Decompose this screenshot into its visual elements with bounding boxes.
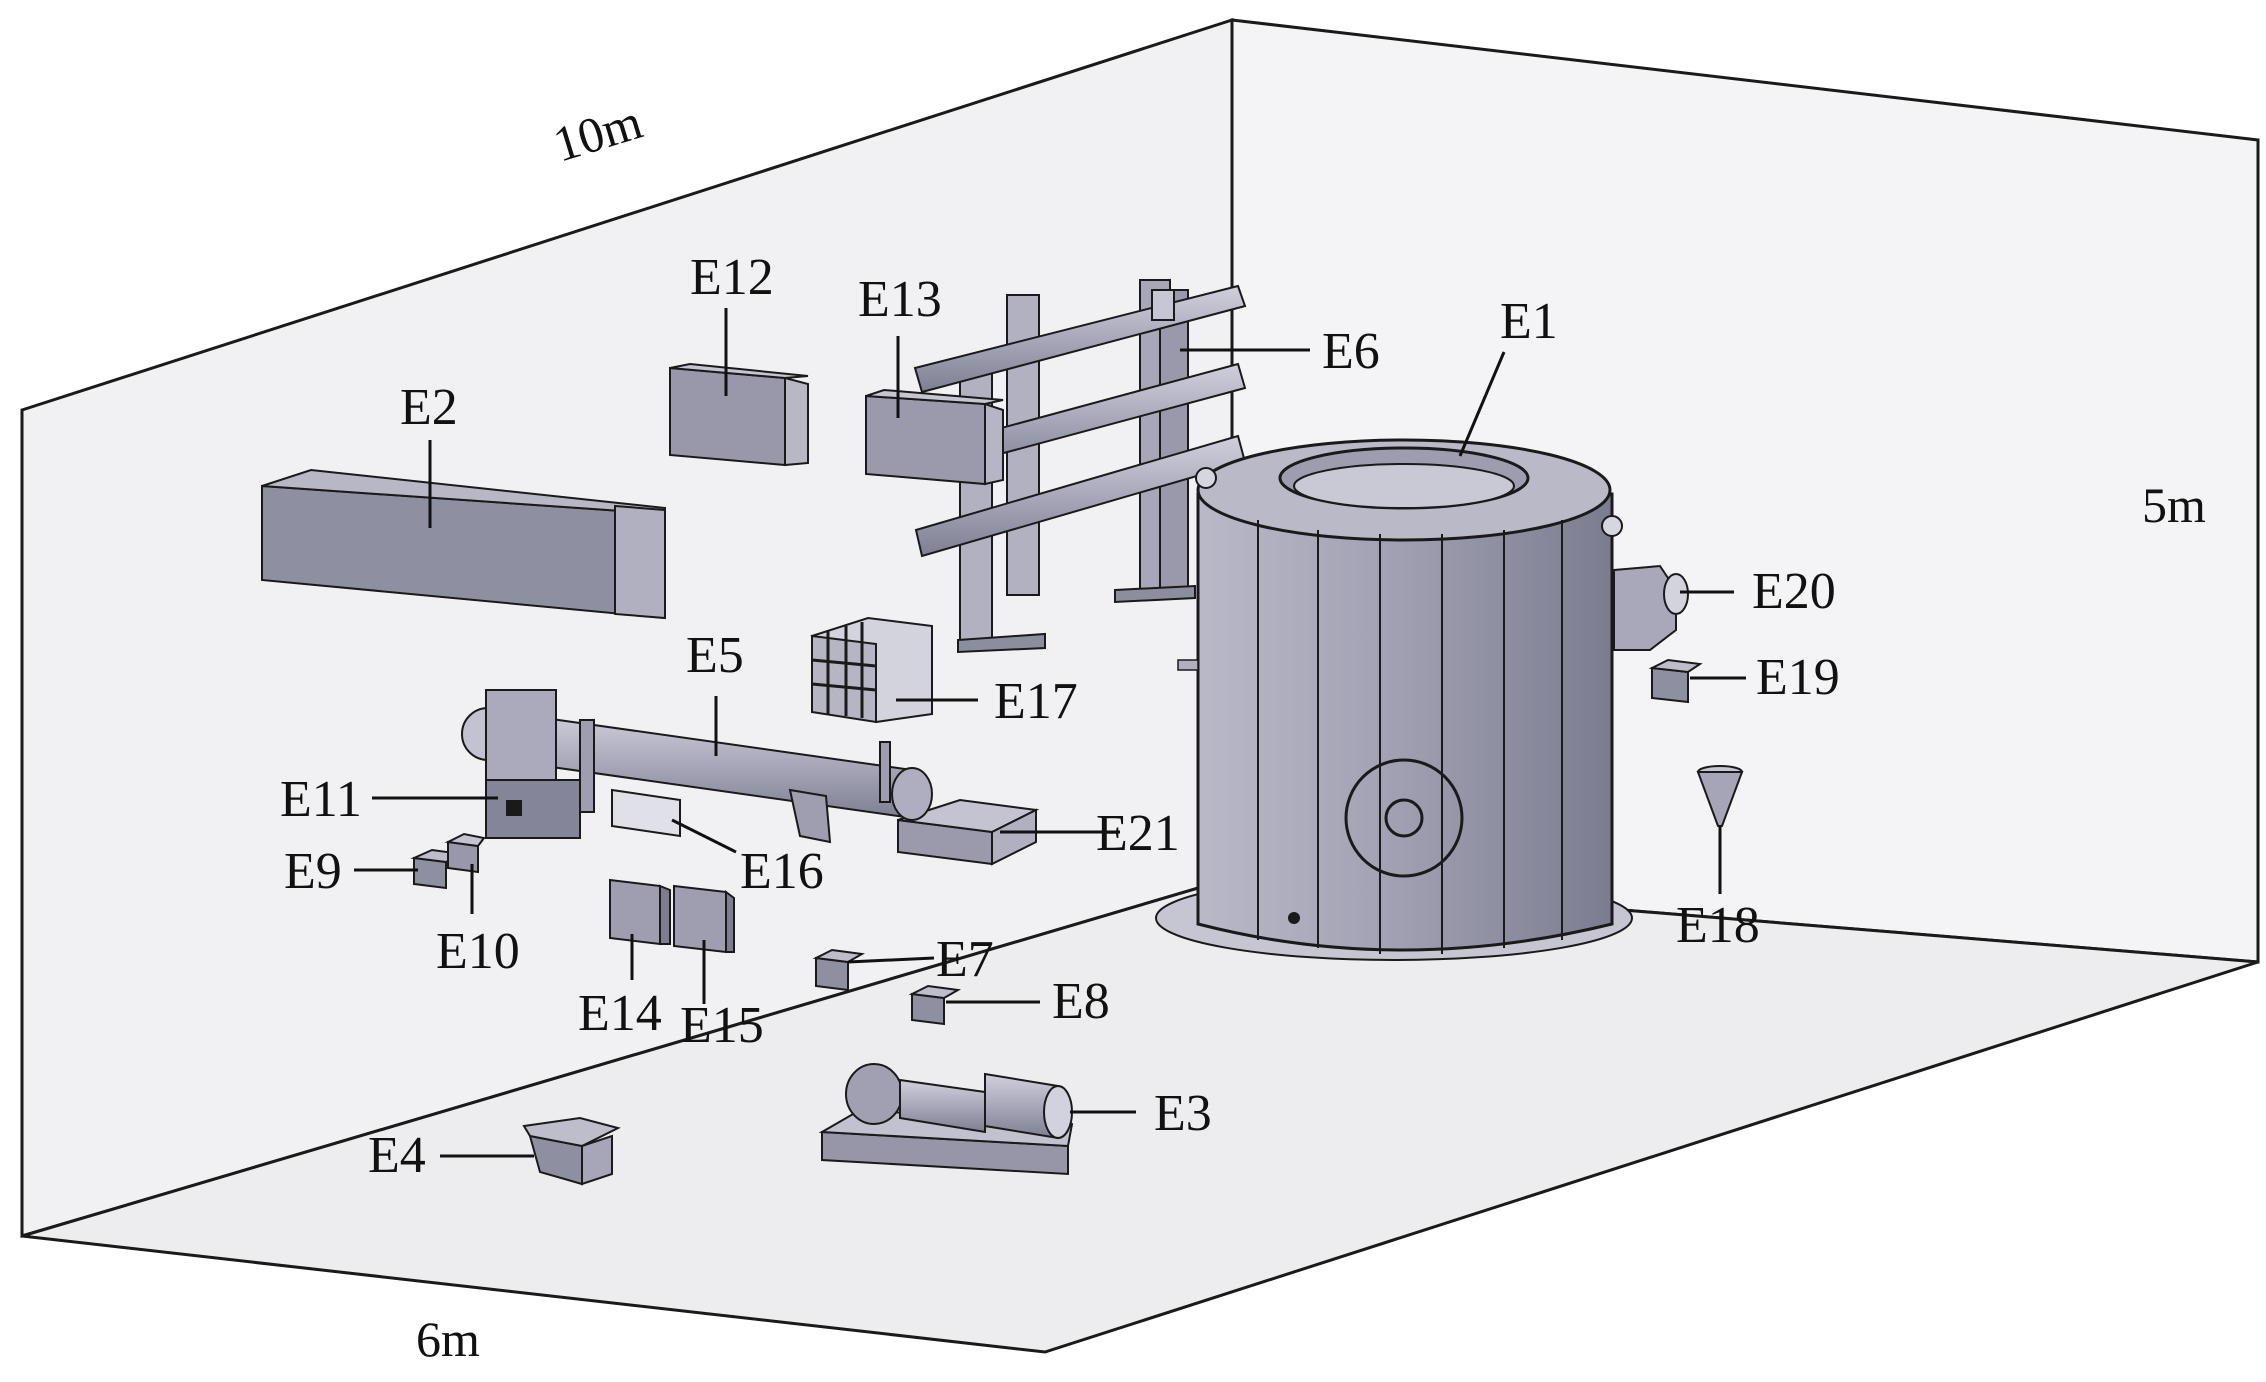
dimension-height-label: 5m	[2142, 477, 2206, 533]
label-e11: E11	[280, 771, 362, 828]
equipment-e17-grid-box	[810, 616, 933, 724]
label-e16: E16	[740, 843, 824, 900]
label-e6: E6	[1322, 323, 1380, 380]
equipment-e4-unit	[522, 1116, 621, 1186]
dimension-length-label: 10m	[547, 93, 648, 173]
equipment-e1-tank	[1155, 438, 1633, 961]
label-e17: E17	[994, 673, 1078, 730]
label-e14: E14	[578, 985, 662, 1042]
room-box	[20, 17, 2260, 1354]
equipment-e3-pump-skid	[818, 1063, 1074, 1176]
label-e21: E21	[1096, 805, 1180, 862]
label-e18: E18	[1676, 897, 1760, 954]
equipment-e14-panel	[609, 878, 671, 946]
label-e20: E20	[1752, 563, 1836, 620]
label-e9: E9	[284, 843, 342, 900]
equipment-e12-box	[669, 362, 809, 467]
equipment-e20-nozzle	[1613, 564, 1689, 651]
equipment-e2-box	[261, 468, 666, 620]
label-e15: E15	[680, 997, 764, 1054]
equipment-e13-box	[865, 388, 1004, 486]
equipment-e10-small-box	[444, 832, 486, 874]
equipment-e8-small-box	[908, 984, 962, 1026]
equipment-e15-panel	[673, 884, 735, 954]
equipment-e21-box	[897, 798, 1040, 866]
floor	[21, 876, 2259, 1354]
label-e7: E7	[936, 931, 994, 988]
label-e19: E19	[1756, 649, 1840, 706]
label-e3: E3	[1154, 1085, 1212, 1142]
label-e13: E13	[858, 271, 942, 328]
label-e5: E5	[686, 627, 744, 684]
label-e8: E8	[1052, 973, 1110, 1030]
label-e4: E4	[368, 1127, 426, 1184]
equipment-e18-cone	[1696, 765, 1744, 827]
label-e2: E2	[400, 379, 458, 436]
dimension-width-label: 6m	[416, 1311, 480, 1367]
equipment-e7-small-box	[812, 948, 866, 992]
label-e10: E10	[436, 923, 520, 980]
label-e12: E12	[690, 249, 774, 306]
leader-lines	[354, 308, 1746, 1158]
label-e1: E1	[1500, 293, 1558, 350]
equipment-e19-small-box	[1648, 658, 1703, 704]
equipment-e5-heat-exchanger	[461, 689, 933, 844]
